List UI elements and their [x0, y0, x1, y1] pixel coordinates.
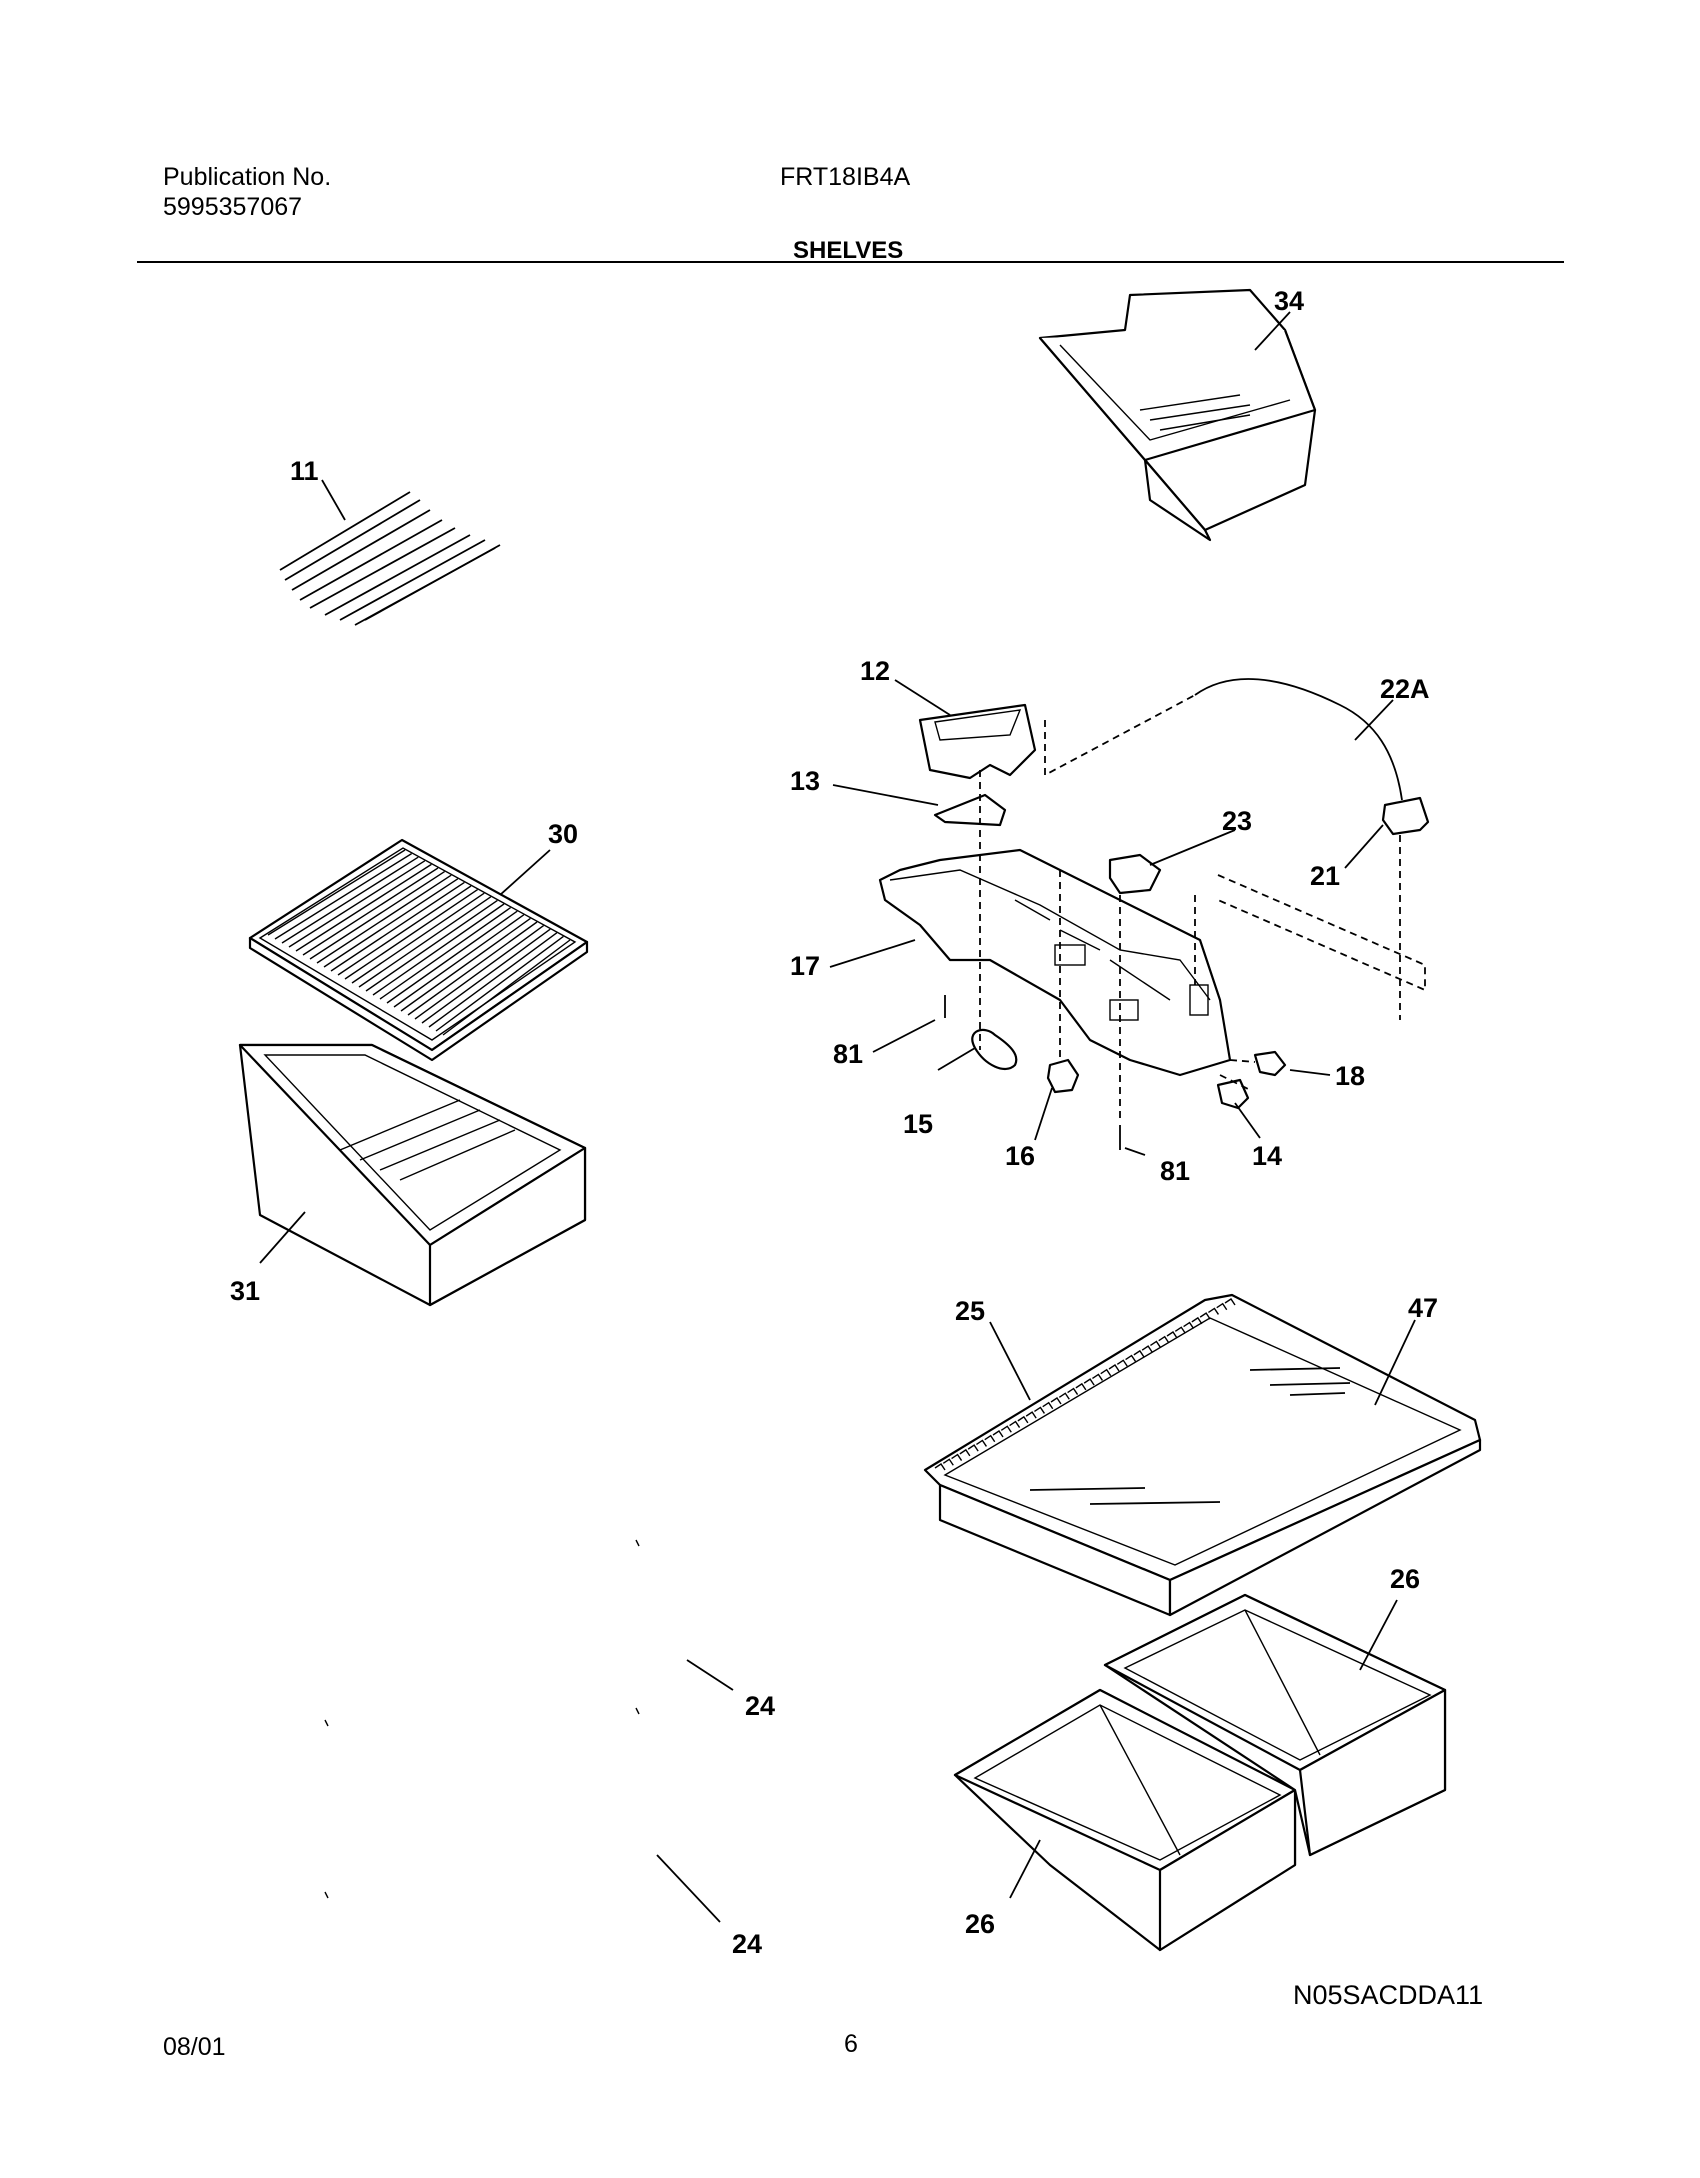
publication-label: Publication No.: [163, 163, 332, 191]
callout-30: 30: [548, 819, 578, 849]
callout-25: 25: [955, 1296, 985, 1326]
part-47-glass-shelf: [923, 1293, 1482, 1617]
callout-24-upper: 24: [745, 1691, 775, 1721]
callout-13: 13: [790, 766, 820, 796]
callout-11: 11: [290, 456, 319, 486]
part-11-wire-shelf: [279, 491, 501, 626]
footer-date: 08/01: [163, 2033, 226, 2061]
callout-26-left: 26: [965, 1909, 995, 1939]
part-34-door-bin: [1038, 288, 1317, 542]
callout-81-left: 81: [833, 1039, 863, 1069]
callout-47: 47: [1408, 1293, 1438, 1323]
callout-15: 15: [903, 1109, 933, 1139]
callout-12: 12: [860, 656, 890, 686]
light-housing-assembly: [878, 678, 1430, 1150]
callout-24-lower: 24: [732, 1929, 762, 1959]
callout-81-right: 81: [1160, 1156, 1190, 1186]
callout-22a: 22A: [1380, 674, 1430, 704]
publication-number: 5995357067: [163, 193, 303, 221]
model-number: FRT18IB4A: [780, 163, 911, 191]
part-26-crisper-bin-right: [1103, 1593, 1447, 1857]
callout-34: 34: [1274, 286, 1304, 316]
callout-labels: 34 11 12 22A 13 23 21 30 17 81 15 16 18 …: [230, 286, 1438, 1959]
callout-16: 16: [1005, 1141, 1035, 1171]
part-26-crisper-bin-left: [953, 1688, 1297, 1952]
callout-26-right: 26: [1390, 1564, 1420, 1594]
callout-21: 21: [1310, 861, 1340, 891]
callout-17: 17: [790, 951, 820, 981]
header-rule: [137, 261, 1564, 263]
section-title: SHELVES: [793, 237, 904, 264]
minor-marks: [324, 1539, 640, 1899]
drawing-code: N05SACDDA11: [1293, 1980, 1484, 2010]
part-30-crisper-cover: [248, 838, 589, 1062]
callout-14: 14: [1252, 1141, 1282, 1171]
callout-31: 31: [230, 1276, 260, 1306]
leader-lines: [259, 311, 1416, 1923]
callout-23: 23: [1222, 806, 1252, 836]
page-number: 6: [844, 2030, 858, 2058]
part-31-crisper-pan: [238, 1043, 587, 1307]
callout-18: 18: [1335, 1061, 1365, 1091]
